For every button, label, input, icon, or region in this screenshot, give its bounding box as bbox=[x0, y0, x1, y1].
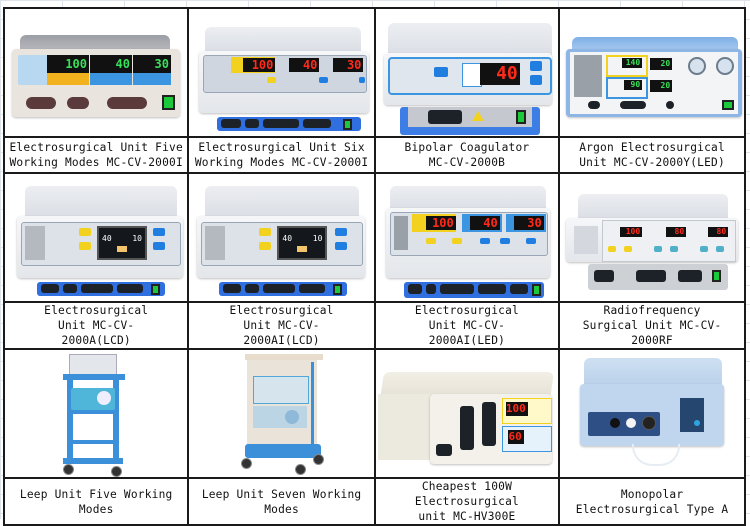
caption-row-3: Leep Unit Five Working Modes Leep Unit S… bbox=[2, 477, 746, 526]
cut-power-display: 100 bbox=[425, 216, 456, 230]
product-caption: Leep Unit Five Working Modes bbox=[2, 477, 190, 526]
product-name: Cheapest 100W Electrosurgical unit MC-HV… bbox=[414, 480, 519, 523]
product-caption: Argon Electrosurgical Unit MC-CV-2000Y(L… bbox=[558, 136, 746, 174]
cut-power-lcd: 40 bbox=[282, 234, 293, 243]
product-caption: Electrosurgical Unit Six Working Modes M… bbox=[187, 136, 376, 174]
product-image-cell bbox=[187, 348, 376, 479]
product-name: Bipolar Coagulator MC-CV-2000B bbox=[404, 141, 530, 169]
coag-power-display: 60 bbox=[507, 430, 524, 444]
image-row-2: 40 10 bbox=[2, 172, 746, 303]
cheapest-100w-unit-image: 100 60 bbox=[377, 368, 556, 464]
product-caption: Cheapest 100W Electrosurgical unit MC-HV… bbox=[373, 477, 561, 526]
product-image-cell: 40 bbox=[373, 7, 561, 138]
product-image-cell: 40 10 bbox=[2, 172, 190, 303]
electrosurgical-unit-five-modes-image: 100 40 30 bbox=[8, 35, 185, 121]
product-caption: Monopolar Electrosurgical Type A bbox=[558, 477, 746, 526]
coag-power-display: 40 bbox=[469, 216, 500, 230]
cut-power-display: 140 bbox=[622, 58, 643, 68]
bipolar-power-display: 40 bbox=[479, 63, 520, 85]
bipolar-power-display: 80 bbox=[708, 227, 729, 237]
product-caption: Bipolar Coagulator MC-CV-2000B bbox=[373, 136, 561, 174]
leep-unit-five-modes-cart-image bbox=[61, 354, 127, 476]
product-name: Electrosurgical Unit Six Working Modes M… bbox=[194, 141, 369, 169]
product-caption: Electrosurgical Unit MC-CV-2000A(LCD) bbox=[2, 301, 190, 350]
bipolar-coagulator-image: 40 bbox=[382, 23, 554, 135]
argon-flow-display: 20 bbox=[650, 58, 673, 70]
product-name: Electrosurgical Unit Five Working Modes … bbox=[9, 141, 183, 169]
product-name: Argon Electrosurgical Unit MC-CV-2000Y(L… bbox=[579, 141, 725, 169]
bipolar-power-display: 30 bbox=[513, 216, 544, 230]
product-name: Electrosurgical Unit MC-CV-2000AI(LED) bbox=[414, 304, 519, 347]
coag-power-display: 40 bbox=[90, 55, 132, 73]
cut-power-lcd: 40 bbox=[102, 234, 112, 243]
product-name: Monopolar Electrosurgical Type A bbox=[575, 487, 729, 516]
caption-row-2: Electrosurgical Unit MC-CV-2000A(LCD) El… bbox=[2, 301, 746, 350]
product-caption: Electrosurgical Unit MC-CV-2000AI(LCD) bbox=[187, 301, 376, 350]
cut-power-display: 100 bbox=[47, 55, 89, 73]
image-row-1: 100 40 30 100 bbox=[2, 7, 746, 138]
product-image-cell: 40 10 bbox=[187, 172, 376, 303]
monopolar-electrosurgical-type-a-image bbox=[580, 358, 730, 474]
product-image-cell: 100 60 bbox=[373, 348, 561, 479]
product-image-cell bbox=[2, 348, 190, 479]
coag-power-display: 80 bbox=[666, 227, 687, 237]
electrosurgical-unit-lcd-a-image: 40 10 bbox=[15, 186, 185, 298]
product-image-cell: 100 80 80 bbox=[558, 172, 746, 303]
product-image-cell: 140 90 20 20 bbox=[558, 7, 746, 138]
product-name: Electrosurgical Unit MC-CV-2000AI(LCD) bbox=[229, 304, 334, 347]
product-caption: Leep Unit Seven Working Modes bbox=[187, 477, 376, 526]
radiofrequency-surgical-unit-image: 100 80 80 bbox=[564, 194, 740, 294]
cut-power-display: 100 bbox=[505, 402, 528, 416]
coag-power-lcd: 10 bbox=[132, 234, 142, 243]
product-caption: Radiofrequency Surgical Unit MC-CV-2000R… bbox=[558, 301, 746, 350]
coag-power-display: 40 bbox=[289, 58, 320, 72]
cut-power-display: 100 bbox=[243, 58, 276, 72]
electrosurgical-unit-led-ai-image: 100 40 30 bbox=[384, 186, 552, 298]
electrosurgical-unit-lcd-ai-image: 40 10 bbox=[195, 186, 367, 298]
leep-unit-seven-modes-cart-image bbox=[241, 354, 325, 476]
bipolar-power-display: 30 bbox=[333, 58, 364, 72]
coag-power-display: 90 bbox=[624, 80, 643, 90]
product-catalog-table: 100 40 30 100 bbox=[2, 7, 746, 526]
caption-row-1: Electrosurgical Unit Five Working Modes … bbox=[2, 136, 746, 174]
coag-power-lcd: 10 bbox=[312, 234, 323, 243]
argon-flow-display-2: 20 bbox=[650, 80, 673, 92]
argon-electrosurgical-unit-image: 140 90 20 20 bbox=[566, 37, 743, 121]
product-name: Leep Unit Seven Working Modes bbox=[201, 487, 362, 516]
product-caption: Electrosurgical Unit Five Working Modes … bbox=[2, 136, 190, 174]
product-image-cell: 100 40 30 bbox=[373, 172, 561, 303]
image-row-3: 100 60 bbox=[2, 348, 746, 479]
product-caption: Electrosurgical Unit MC-CV-2000AI(LED) bbox=[373, 301, 561, 350]
product-image-cell: 100 40 30 bbox=[2, 7, 190, 138]
product-name: Radiofrequency Surgical Unit MC-CV-2000R… bbox=[582, 304, 722, 347]
product-name: Leep Unit Five Working Modes bbox=[19, 487, 173, 516]
cut-power-display: 100 bbox=[620, 227, 643, 237]
product-name: Electrosurgical Unit MC-CV-2000A(LCD) bbox=[44, 304, 149, 347]
product-image-cell bbox=[558, 348, 746, 479]
bipolar-power-display: 30 bbox=[133, 55, 171, 73]
electrosurgical-unit-six-modes-image: 100 40 30 bbox=[197, 23, 370, 131]
product-image-cell: 100 40 30 bbox=[187, 7, 376, 138]
